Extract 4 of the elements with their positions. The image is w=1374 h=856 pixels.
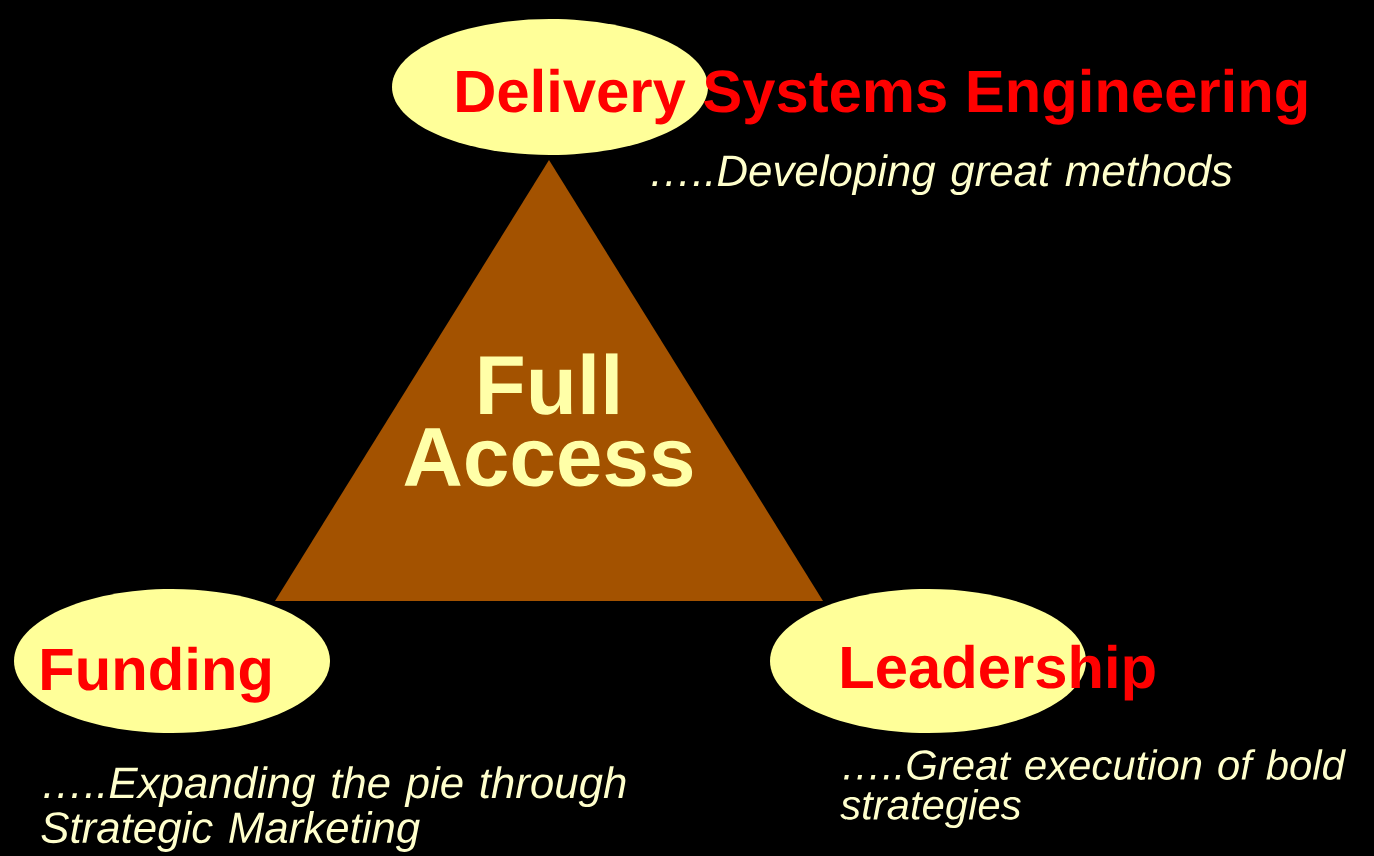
ellipse-node: Funding [14, 589, 330, 733]
ellipse-node: Delivery Systems Engineering [392, 19, 1307, 155]
caption-text: …..Expanding the pie through Strategic Marketing [41, 766, 626, 852]
caption-text: …..Great execution of bold strategies [840, 749, 1346, 829]
